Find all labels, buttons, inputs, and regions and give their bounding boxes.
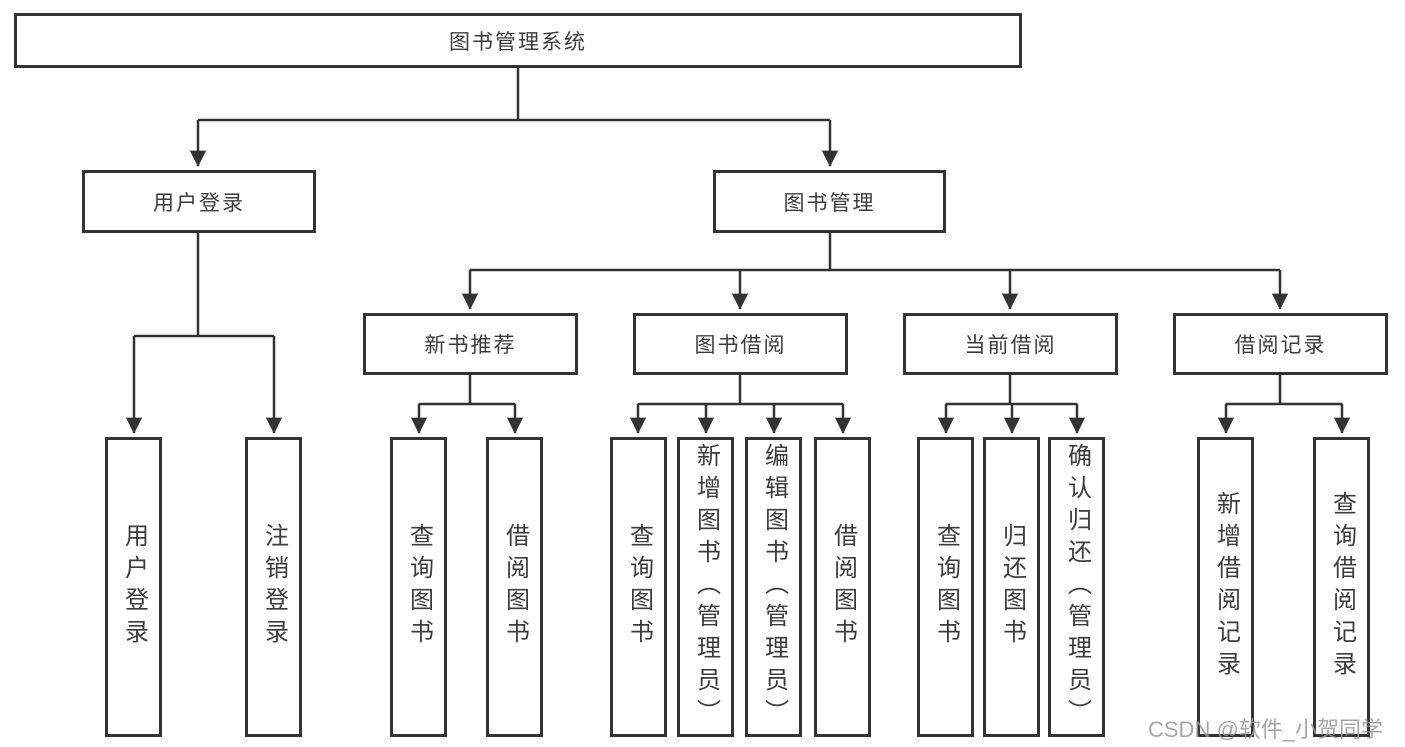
node-book-management: 图书管理 bbox=[713, 170, 946, 233]
leaf-query-books-recommend: 查询图书 bbox=[390, 437, 447, 737]
leaf-user-login: 用户登录 bbox=[105, 437, 162, 737]
node-book-management-label: 图书管理 bbox=[783, 191, 876, 215]
leaf-borrow-books: 借阅图书 bbox=[814, 437, 871, 737]
node-root-label: 图书管理系统 bbox=[449, 30, 587, 54]
leaf-query-books-borrow-label: 查询图书 bbox=[625, 523, 653, 651]
node-current-borrow: 当前借阅 bbox=[903, 313, 1118, 375]
node-current-borrow-label: 当前借阅 bbox=[964, 334, 1057, 357]
node-book-borrow: 图书借阅 bbox=[633, 313, 848, 375]
watermark: CSDN @软件_小贺同学 bbox=[1148, 717, 1384, 742]
leaf-logout: 注销登录 bbox=[245, 437, 302, 737]
leaf-add-borrow-record: 新增借阅记录 bbox=[1197, 437, 1254, 737]
leaf-add-books-admin-label: 新增图书（管理员） bbox=[692, 443, 720, 731]
leaf-confirm-return-admin-label: 确认归还（管理员） bbox=[1063, 443, 1091, 731]
node-root: 图书管理系统 bbox=[14, 13, 1022, 68]
leaf-edit-books-admin-label: 编辑图书（管理员） bbox=[760, 443, 788, 731]
leaf-confirm-return-admin: 确认归还（管理员） bbox=[1048, 437, 1105, 737]
leaf-edit-books-admin: 编辑图书（管理员） bbox=[745, 437, 802, 737]
leaf-query-borrow-record: 查询借阅记录 bbox=[1313, 437, 1370, 737]
leaf-query-books-current: 查询图书 bbox=[917, 437, 974, 737]
leaf-borrow-books-recommend-label: 借阅图书 bbox=[501, 523, 529, 651]
node-new-book-recommend-label: 新书推荐 bbox=[424, 334, 517, 357]
node-user-login: 用户登录 bbox=[82, 170, 316, 233]
leaf-query-books-current-label: 查询图书 bbox=[932, 523, 960, 651]
leaf-query-books-recommend-label: 查询图书 bbox=[405, 523, 433, 651]
node-borrow-records: 借阅记录 bbox=[1173, 313, 1388, 375]
node-borrow-records-label: 借阅记录 bbox=[1234, 334, 1327, 357]
node-user-login-label: 用户登录 bbox=[153, 191, 245, 215]
node-book-borrow-label: 图书借阅 bbox=[694, 334, 787, 357]
leaf-query-books-borrow: 查询图书 bbox=[610, 437, 667, 737]
leaf-return-books: 归还图书 bbox=[983, 437, 1040, 737]
node-new-book-recommend: 新书推荐 bbox=[363, 313, 578, 375]
leaf-add-books-admin: 新增图书（管理员） bbox=[677, 437, 734, 737]
leaf-user-login-label: 用户登录 bbox=[120, 523, 148, 651]
leaf-logout-label: 注销登录 bbox=[260, 523, 288, 651]
leaf-return-books-label: 归还图书 bbox=[998, 523, 1026, 651]
leaf-borrow-books-label: 借阅图书 bbox=[829, 523, 857, 651]
leaf-query-borrow-record-label: 查询借阅记录 bbox=[1328, 491, 1356, 683]
leaf-add-borrow-record-label: 新增借阅记录 bbox=[1212, 491, 1240, 683]
leaf-borrow-books-recommend: 借阅图书 bbox=[486, 437, 543, 737]
